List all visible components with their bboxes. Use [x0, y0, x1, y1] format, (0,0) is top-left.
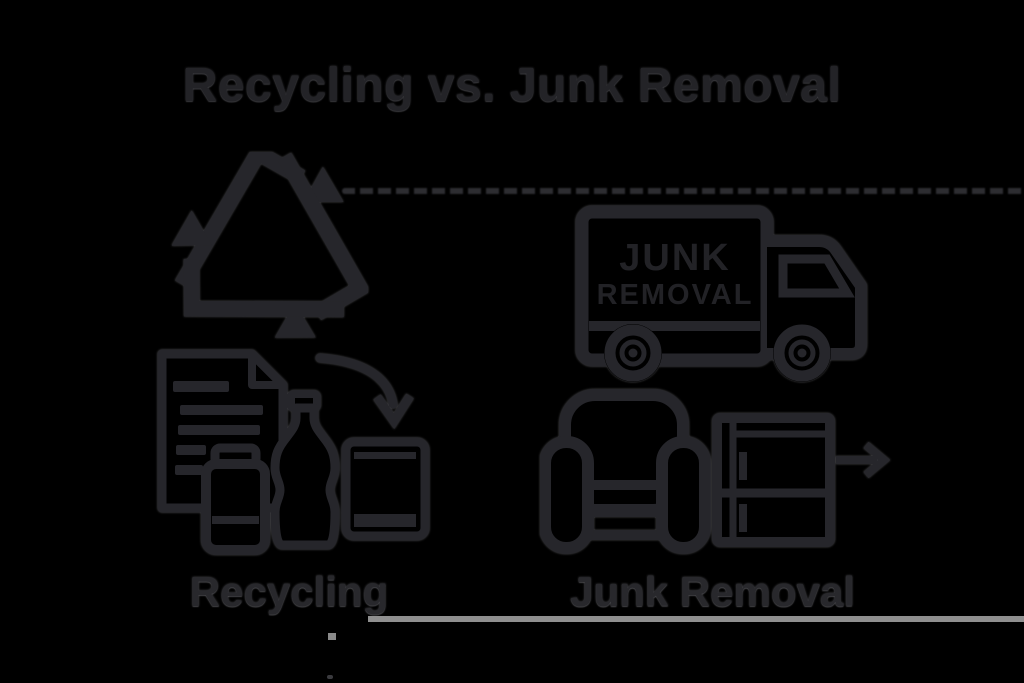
recycle-arm-right [204, 156, 368, 348]
truck-rear-wheel [604, 324, 662, 382]
truck-front-wheel [773, 324, 831, 382]
gray-square-artifact [328, 633, 336, 640]
cabinet-icon [712, 413, 891, 547]
recycling-section-label: Recycling [189, 568, 389, 615]
truck-text-line1: JUNK [619, 237, 730, 279]
gray-divider-line [368, 616, 1024, 622]
jar-icon [201, 443, 270, 555]
faint-dot-artifact [327, 675, 333, 679]
recycling-arrows-icon [172, 152, 368, 348]
truck-text-line2: REMOVAL [597, 279, 754, 311]
junk-removal-truck-icon: JUNK REMOVAL [575, 205, 867, 382]
sorting-arrow-icon [315, 353, 414, 430]
recyclable-items-icon [157, 349, 430, 555]
truck-cab-window [778, 254, 855, 298]
junk-removal-section-label: Junk Removal [570, 568, 855, 615]
chair-seat-lines [585, 480, 665, 540]
chair-right-armrest [656, 436, 711, 554]
removal-arrow-icon [836, 441, 891, 479]
dashed-divider-line [342, 188, 1024, 194]
page-title: Recycling vs. Junk Removal [182, 59, 842, 112]
document-text-lines [173, 381, 263, 475]
plastic-bottle-icon [270, 390, 340, 550]
armchair-icon [540, 389, 711, 554]
chair-left-armrest [540, 436, 594, 554]
recycle-bin-icon [341, 437, 430, 541]
